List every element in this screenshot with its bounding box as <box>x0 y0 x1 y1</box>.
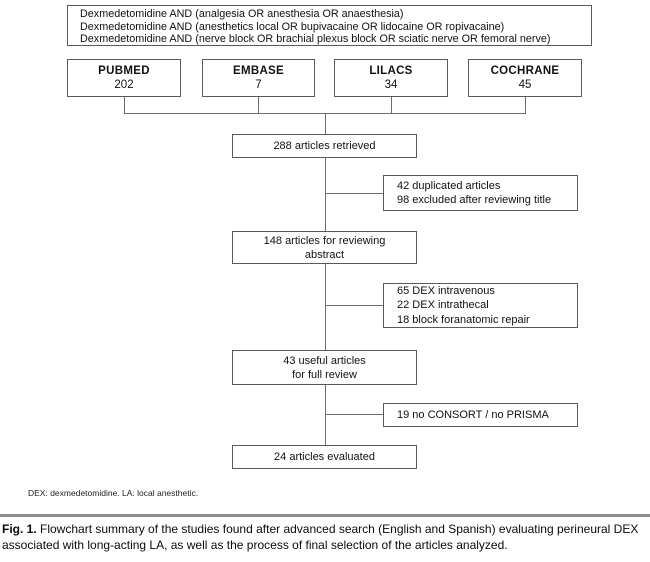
figure-caption-text: Flowchart summary of the studies found a… <box>2 522 639 552</box>
exclusion-line: 19 no CONSORT / no PRISMA <box>397 408 549 421</box>
search-query-line: Dexmedetomidine AND (nerve block OR brac… <box>80 33 551 46</box>
caption-separator-rule <box>0 514 650 517</box>
flow-box-line: 24 articles evaluated <box>274 451 375 463</box>
database-name: COCHRANE <box>490 65 560 77</box>
database-count: 34 <box>384 79 398 91</box>
database-name: EMBASE <box>232 65 284 77</box>
search-query-line: Dexmedetomidine AND (anesthetics local O… <box>80 20 505 33</box>
flow-box-articles-evaluated: 24 articles evaluated <box>232 445 417 469</box>
exclusion-box-abstract-stage: 65 DEX intravenous 22 DEX intrathecal 18… <box>383 283 578 328</box>
database-count: 45 <box>518 79 532 91</box>
database-count: 202 <box>114 79 134 91</box>
search-query-line: Dexmedetomidine AND (analgesia OR anesth… <box>80 8 404 20</box>
flow-box-line: for full review <box>292 368 357 381</box>
exclusion-line: 18 block foranatomic repair <box>397 313 530 326</box>
connector-to-duplicates-box <box>325 193 383 194</box>
connector-main-spine <box>325 113 326 445</box>
flow-box-line: abstract <box>304 248 345 261</box>
database-name: LILACS <box>369 65 413 77</box>
connector-lilacs-stub <box>391 97 392 113</box>
exclusion-line: 98 excluded after reviewing title <box>397 194 552 206</box>
database-box-cochrane: COCHRANE 45 <box>468 59 582 97</box>
flow-box-articles-for-abstract-review: 148 articles for reviewing abstract <box>232 231 417 264</box>
database-box-lilacs: LILACS 34 <box>334 59 448 97</box>
figure-caption-label: Fig. 1. <box>2 522 37 536</box>
connector-pubmed-stub <box>124 97 125 113</box>
database-box-pubmed: PUBMED 202 <box>67 59 181 97</box>
flow-box-line: 288 articles retrieved <box>273 140 376 152</box>
exclusion-line: 42 duplicated articles <box>397 179 501 192</box>
database-box-embase: EMBASE 7 <box>202 59 315 97</box>
exclusion-box-duplicates-title: 42 duplicated articles 98 excluded after… <box>383 175 578 211</box>
flow-box-articles-retrieved: 288 articles retrieved <box>232 134 417 158</box>
exclusion-line: 22 DEX intrathecal <box>397 299 489 312</box>
figure-caption: Fig. 1. Flowchart summary of the studies… <box>2 522 648 553</box>
connector-to-fulltext-exclusions-box <box>325 414 383 415</box>
connector-cochrane-stub <box>525 97 526 113</box>
flow-box-line: 43 useful articles <box>283 354 366 367</box>
exclusion-line: 65 DEX intravenous <box>397 284 495 297</box>
exclusion-box-no-consort-prisma: 19 no CONSORT / no PRISMA <box>383 403 578 427</box>
search-query-box: Dexmedetomidine AND (analgesia OR anesth… <box>67 5 592 46</box>
connector-to-abstract-exclusions-box <box>325 305 383 306</box>
abbreviations-footnote: DEX: dexmedetomidine. LA: local anesthet… <box>28 488 199 498</box>
database-name: PUBMED <box>98 65 150 77</box>
flow-box-useful-articles-full-review: 43 useful articles for full review <box>232 350 417 385</box>
database-count: 7 <box>255 79 262 91</box>
flow-box-line: 148 articles for reviewing <box>263 234 386 247</box>
connector-embase-stub <box>258 97 259 113</box>
